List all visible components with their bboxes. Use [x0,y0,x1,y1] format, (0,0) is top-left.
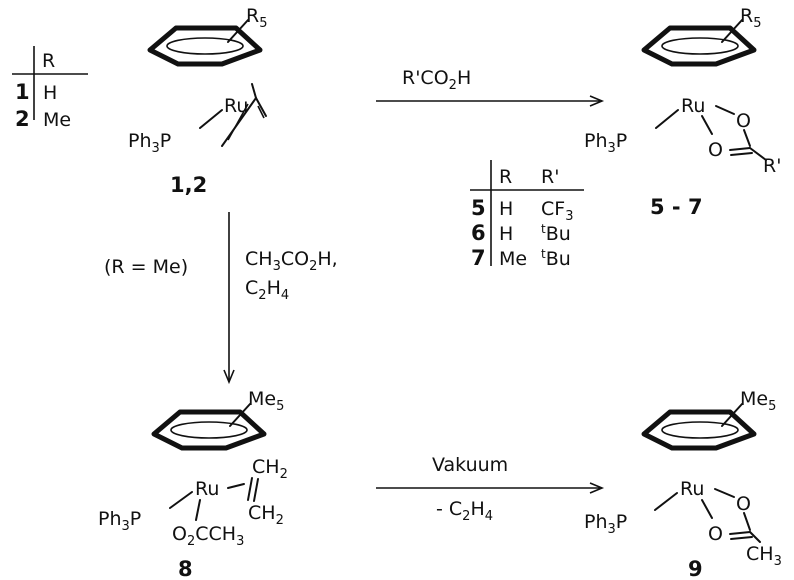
ethene-ch2-b: CH2 [248,502,284,528]
table-5-7-header-r: R [499,166,512,188]
cp-ring-inner [166,37,244,55]
cp-substituent-bond [229,403,251,427]
cp-substituent-me: Me5 [740,388,776,414]
table-5-7-num-5: 5 [471,196,486,220]
table-5-7-rprime-5: CF3 [541,198,573,224]
ru-o-bond-2 [701,115,713,135]
ru-o-bond-1 [715,105,735,115]
table-5-7-num-7: 7 [471,246,486,270]
ru-o-bond [195,499,201,521]
arrow-down-reagent-2: C2H4 [245,277,289,303]
arrow-bottom-top-label: Vakuum [432,454,508,476]
arrow-down-condition: (R = Me) [104,256,188,278]
cp-substituent-bond [227,19,249,43]
compound-8-label: 8 [178,557,193,580]
cp-ring-outer [641,409,757,451]
c-o-bond [743,512,751,531]
methyl-group: CH3 [746,543,782,569]
ph3p-ligand: Ph3P [584,130,627,156]
oxygen-2: O [708,139,723,161]
compound-8: Me5 Ru Ph3P CH2 CH2 O2CCH3 8 [98,388,288,580]
c-o-double-1 [729,531,751,535]
ru-atom: Ru [195,478,219,500]
arrow-down: (R = Me) CH3CO2H, C2H4 [104,212,338,385]
table-5-7-r-5: H [499,198,513,220]
compound-5-7-label: 5 - 7 [650,195,703,219]
arrow-down-head [223,369,235,385]
allyl-delocalized-1 [227,103,249,141]
arrow-bottom-head [589,482,605,494]
table-1-2-header: R [42,50,55,72]
arrow-down-reagent-1: CH3CO2H, [245,248,338,274]
allyl-bond-1 [251,83,257,99]
ph3p-ligand: Ph3P [98,508,141,534]
c-o-double-2 [730,152,753,156]
ru-atom: Ru [681,95,705,117]
table-1-2-r-1: H [43,82,57,104]
ph3p-ligand: Ph3P [128,130,171,156]
cp-substituent-bond [721,403,743,427]
ph3p-ligand: Ph3P [584,511,627,537]
ethene-ch2-a: CH2 [252,456,288,482]
cp-substituent-me: Me5 [248,388,284,414]
c-o-double-2 [730,536,753,540]
compound-1-2-label: 1,2 [170,173,207,197]
cp-ring-inner [661,37,739,55]
compound-1-2: R5 Ru Ph3P 1,2 [128,5,267,197]
allyl-bond-2 [221,97,257,147]
ru-p-bond [654,492,678,511]
ethene-cc-1 [247,477,253,501]
ru-ethene-bond [227,483,245,489]
ru-atom: Ru [224,95,248,117]
arrow-top: R'CO2H [376,67,605,107]
table-5-7-rprime-7: tBu [541,247,571,270]
arrow-bottom: Vakuum - C2H4 [376,454,605,524]
arrow-top-reagent: R'CO2H [402,67,471,93]
c-o-bond [743,129,751,147]
arrow-bottom-bottom-label: - C2H4 [436,498,493,524]
table-5-7-header-rprime: R' [541,166,559,188]
table-1-2-num-2: 2 [15,107,30,131]
r-prime-group: R' [763,155,781,177]
ru-p-bond [655,109,679,129]
oxygen-2: O [708,523,723,545]
cp-substituent-r: R5 [246,5,267,31]
cp-substituent-r: R5 [740,5,761,31]
cp-ring-outer [151,409,267,451]
table-5-7-r-6: H [499,223,513,245]
cp-substituent-bond [721,19,743,43]
compound-9: Me5 Ru Ph3P O O CH3 9 [584,388,782,580]
compound-9-label: 9 [688,557,703,580]
oxygen-1: O [736,110,751,132]
cp-ring-inner [170,421,248,439]
ru-p-bond [169,491,193,509]
ru-o-bond-2 [701,499,713,519]
table-1-2-num-1: 1 [15,80,30,104]
cp-ring-outer [147,25,263,67]
table-5-7: R R' 5 H CF3 6 H tBu 7 Me tBu [470,160,584,270]
acetate-ligand: O2CCH3 [172,523,244,549]
compound-5-7: R5 Ru Ph3P O O R' 5 - 7 [584,5,781,219]
arrow-top-head [589,95,605,107]
ru-o-bond-1 [714,488,735,498]
c-r-bond [749,147,767,161]
table-1-2: R 1 H 2 Me [12,46,88,131]
allyl-delocalized-2 [257,105,265,119]
table-5-7-rprime-6: tBu [541,222,571,245]
ru-atom: Ru [680,478,704,500]
allyl-bond-3 [255,97,267,117]
table-5-7-r-7: Me [499,248,527,270]
cp-ring-outer [641,25,757,67]
cp-ring-inner [661,421,739,439]
c-ch3-bond [749,531,761,543]
c-o-double-1 [729,147,751,151]
oxygen-1: O [736,493,751,515]
ethene-cc-2 [253,478,259,502]
table-1-2-r-2: Me [43,109,71,131]
table-5-7-num-6: 6 [471,221,486,245]
ru-p-bond [199,109,223,129]
